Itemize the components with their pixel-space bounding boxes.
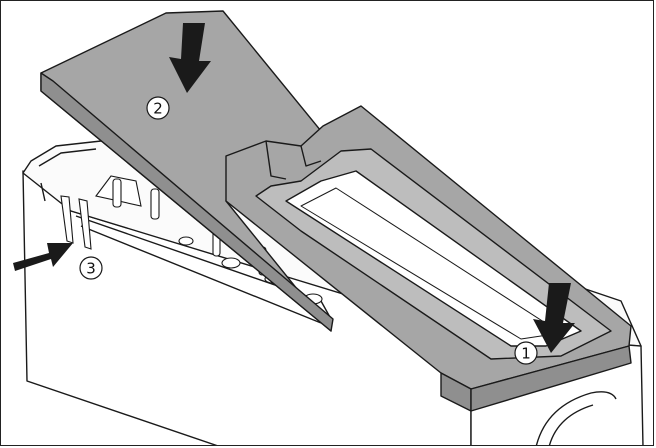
callout-1-circle: [514, 341, 538, 365]
callout-1: 1: [514, 341, 538, 365]
callout-3: 3: [79, 256, 103, 280]
callout-1-label: 1: [521, 345, 531, 363]
callout-3-circle: [79, 256, 103, 280]
tray: [40, 10, 632, 412]
arrow-press-tray: [533, 283, 575, 353]
callout-2: 2: [146, 96, 170, 120]
arrow-press-lid: [169, 23, 211, 93]
callout-3-label: 3: [86, 260, 96, 278]
callout-2-circle: [146, 96, 170, 120]
arrow-push-side: [13, 243, 73, 271]
callout-2-label: 2: [153, 100, 163, 118]
